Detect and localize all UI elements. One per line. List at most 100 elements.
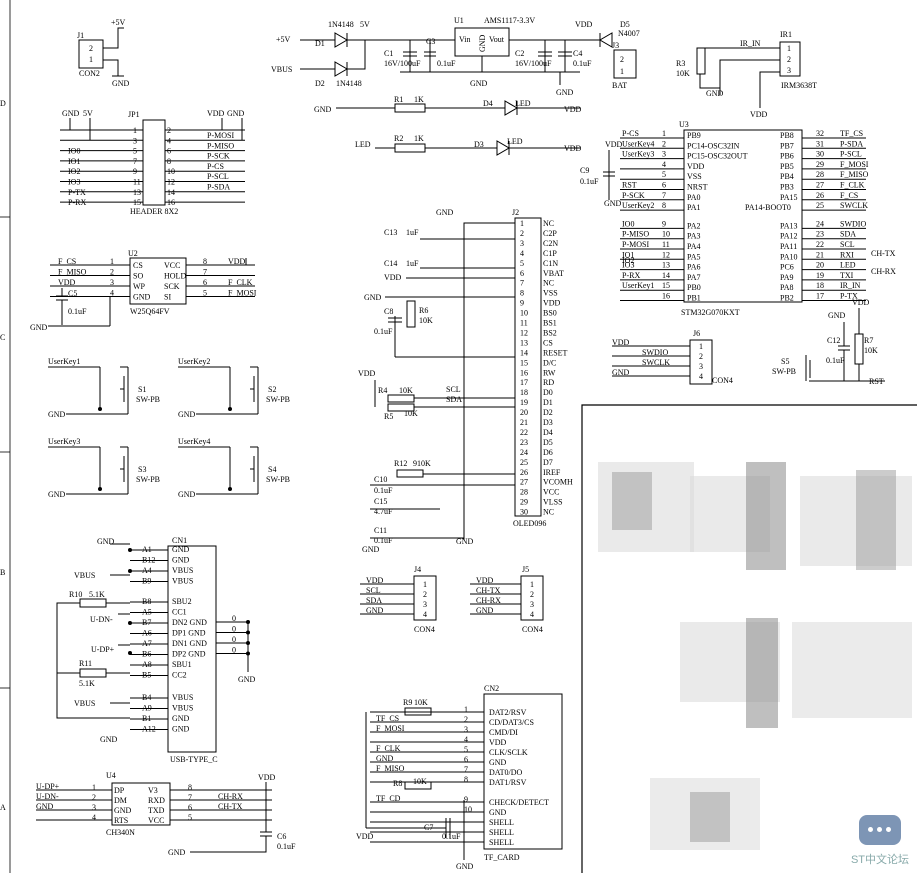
cn2-pin-name: CLK/SCLK <box>489 748 528 757</box>
svg-text:+5V: +5V <box>276 35 291 44</box>
redacted-block <box>792 622 912 718</box>
svg-text:C9: C9 <box>580 166 589 175</box>
u4-pin-num: 6 <box>188 803 192 812</box>
svg-text:U-DN-: U-DN- <box>90 615 113 624</box>
j2-pin-num: 25 <box>520 458 528 467</box>
u3-pin-num: 4 <box>662 160 666 169</box>
svg-text:1N4148: 1N4148 <box>328 20 354 29</box>
u3-pin-name: PB5 <box>780 162 794 171</box>
svg-text:VBUS: VBUS <box>74 699 95 708</box>
u4-net: U-DN- <box>36 792 59 801</box>
svg-text:10K: 10K <box>419 316 433 325</box>
j2-pin-num: 17 <box>520 378 528 387</box>
u3-pin-name: PA6 <box>687 263 701 272</box>
svg-text:GND: GND <box>227 109 245 118</box>
key-gnd: GND <box>48 490 66 499</box>
cn2-pin-num: 8 <box>464 775 468 784</box>
u3-net: P-CS <box>622 129 639 138</box>
j2-pin-num: 22 <box>520 428 528 437</box>
u3-stm32: U3 STM32G070KXT PB91P-CSPC14-OSC32IN2Use… <box>580 120 896 317</box>
cn2-net: TF_CS <box>376 714 399 723</box>
u3-pin-name: PA7 <box>687 273 701 282</box>
svg-text:5V: 5V <box>83 109 93 118</box>
svg-text:1K: 1K <box>414 134 424 143</box>
svg-text:VDD: VDD <box>358 369 376 378</box>
u3-pin-num: 16 <box>662 292 670 301</box>
u3-pin-num: 13 <box>662 261 670 270</box>
u3-pin-num: 18 <box>816 281 824 290</box>
jp1-net-left: IO3 <box>68 178 80 187</box>
svg-text:R6: R6 <box>419 306 428 315</box>
svg-text:Vout: Vout <box>489 35 505 44</box>
svg-text:R10: R10 <box>69 590 82 599</box>
cn2-pin-name: DAT1/RSV <box>489 778 527 787</box>
j2-pin-num: 4 <box>520 249 524 258</box>
u3-pin-name: PB4 <box>780 172 794 181</box>
j2-pin-name: C2N <box>543 239 558 248</box>
u3-pin-name: PA4 <box>687 242 701 251</box>
svg-text:0.1uF: 0.1uF <box>374 327 393 336</box>
svg-text:VDD: VDD <box>384 273 402 282</box>
usb-shield-num: 0 <box>232 635 236 644</box>
u3-pin-name: PA9 <box>780 273 794 282</box>
j2-pin-name: D5 <box>543 438 553 447</box>
svg-text:GND: GND <box>556 88 574 97</box>
usb-pin-name: VBUS <box>172 577 193 586</box>
svg-text:CON4: CON4 <box>414 625 435 634</box>
j2-pin-num: 30 <box>520 508 528 517</box>
cn2-pin-num: 4 <box>464 735 468 744</box>
svg-text:GND: GND <box>828 311 846 320</box>
j2-pin-num: 27 <box>520 478 528 487</box>
svg-text:1K: 1K <box>414 95 424 104</box>
u2-pin-name: VCC <box>164 261 180 270</box>
u3-net: F_MISO <box>840 170 869 179</box>
svg-text:GND: GND <box>100 735 118 744</box>
svg-text:GND: GND <box>706 89 724 98</box>
j2-pin-name: D4 <box>543 428 553 437</box>
u3-pin-name: PB3 <box>780 183 794 192</box>
j4-pin-num: 1 <box>423 580 427 589</box>
svg-text:C13: C13 <box>384 228 397 237</box>
u3-pin-num: 3 <box>662 150 666 159</box>
j2-pin-num: 15 <box>520 358 528 367</box>
u4-pin-num: 3 <box>92 803 96 812</box>
cn2-net: F_MISO <box>376 764 405 773</box>
u2-pin-num: 8 <box>203 257 207 266</box>
svg-text:2: 2 <box>89 44 93 53</box>
svg-text:U4: U4 <box>106 771 116 780</box>
svg-text:C2: C2 <box>515 49 524 58</box>
j4-pin-num: 3 <box>423 600 427 609</box>
u3-pin-num: 21 <box>816 250 824 259</box>
j2-pin-num: 23 <box>520 438 528 447</box>
j6-net: VDD <box>612 338 630 347</box>
u3-net: P-SDA <box>840 139 863 148</box>
svg-text:C4: C4 <box>573 49 582 58</box>
svg-text:VDD: VDD <box>564 105 582 114</box>
j2-pin-name: RESET <box>543 348 568 357</box>
jp1-net-right: P-MISO <box>207 141 234 150</box>
svg-text:CON4: CON4 <box>522 625 543 634</box>
redacted-block <box>856 470 896 570</box>
svg-text:VDD: VDD <box>852 298 870 307</box>
svg-text:GND: GND <box>604 199 622 208</box>
u4-net: CH-RX <box>218 792 243 801</box>
j5-pin-num: 2 <box>530 590 534 599</box>
u3-pin-name: PA2 <box>687 221 701 230</box>
j6-net: GND <box>612 368 630 377</box>
u3-net: P-RX <box>622 271 640 280</box>
u3-pin-num: 25 <box>816 201 824 210</box>
svg-text:GND: GND <box>478 34 487 52</box>
u3-pin-name: NRST <box>687 183 708 192</box>
svg-text:R7: R7 <box>864 336 873 345</box>
j2-pin-name: NC <box>543 508 554 517</box>
u3-pin-name: PC6 <box>780 263 794 272</box>
cn2-net: GND <box>376 754 394 763</box>
svg-text:VDD: VDD <box>605 140 623 149</box>
cn2-net: TF_CD <box>376 794 401 803</box>
j2-pin-name: RW <box>543 368 556 377</box>
svg-text:GND: GND <box>238 675 256 684</box>
j2-pin-num: 26 <box>520 468 528 477</box>
